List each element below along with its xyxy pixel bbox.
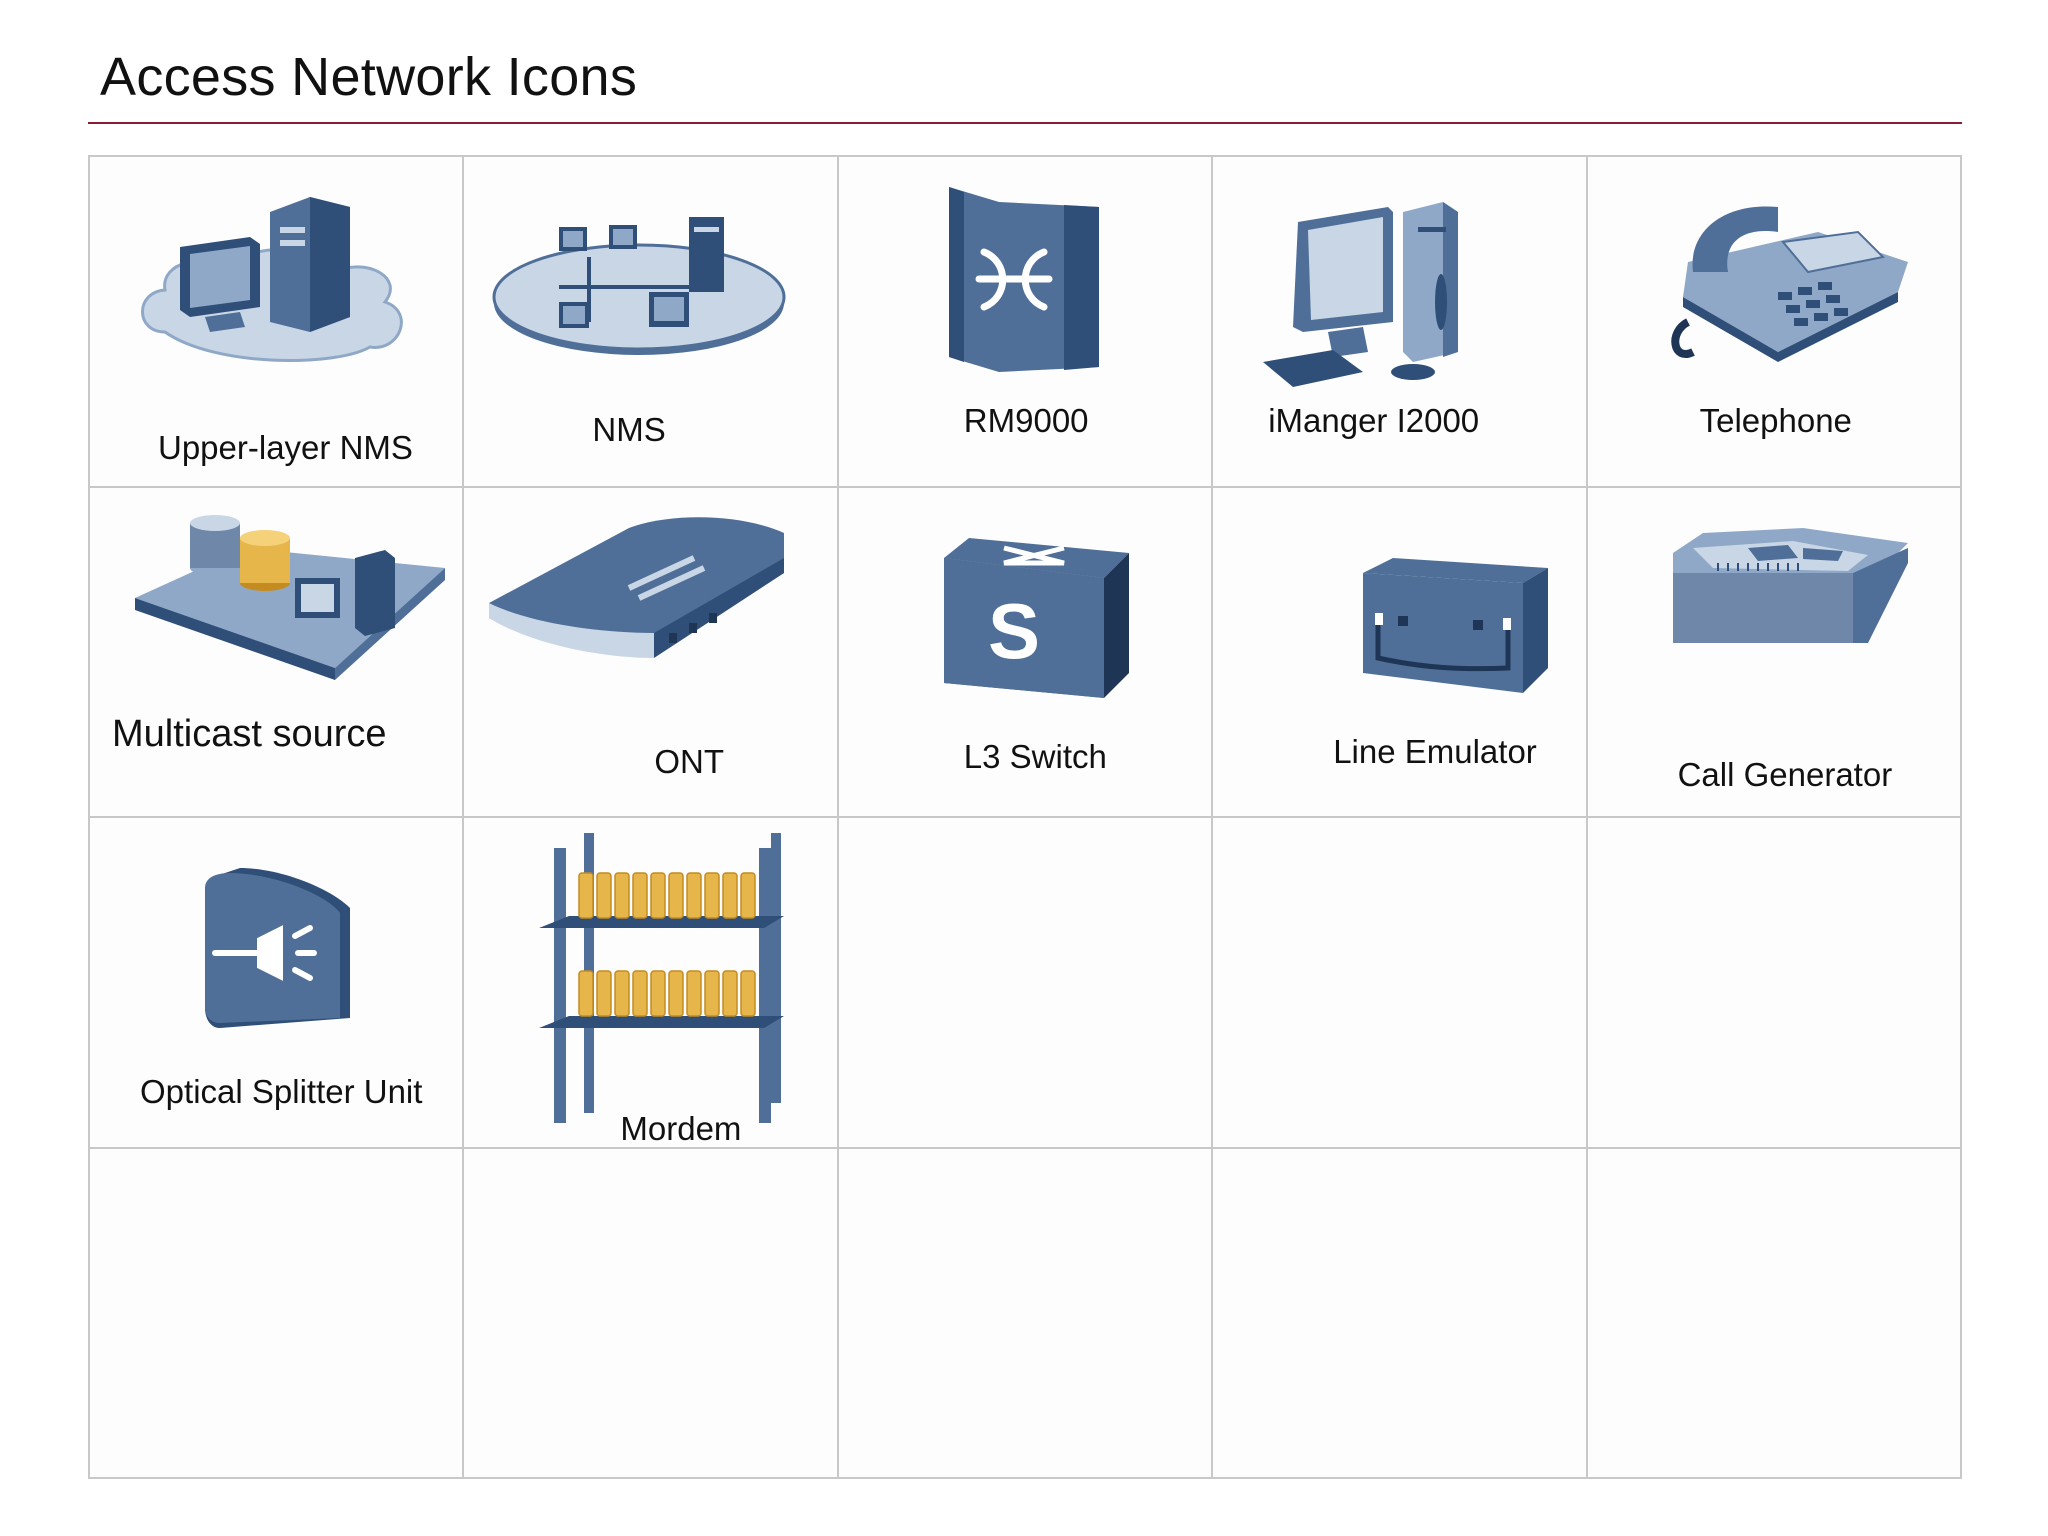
item-label: Line Emulator	[1333, 732, 1537, 770]
modem-rack-icon	[539, 833, 785, 1123]
grid-cell-multicast-source: Multicast source	[90, 487, 465, 818]
item-label: NMS	[592, 411, 666, 448]
grid-cell-imanager: iManger I2000	[1213, 157, 1588, 488]
page-title: Access Network Icons	[100, 47, 638, 107]
line-emulator-icon	[1363, 557, 1549, 693]
optical-splitter-unit-icon	[205, 868, 350, 1028]
item-label: Telephone	[1699, 402, 1852, 439]
imanager-i2000-icon	[1263, 202, 1459, 387]
ont-icon	[489, 516, 785, 658]
icon-grid: Upper-layer NMS NMS RM9000	[88, 155, 1962, 1479]
grid-cell-empty	[1213, 818, 1588, 1149]
item-label: L3 Switch	[963, 737, 1107, 775]
grid-cell-call-generator: Call Generator	[1587, 487, 1962, 818]
item-label: Mordem	[620, 1110, 742, 1147]
rm9000-icon	[948, 187, 1099, 372]
item-label: iManger I2000	[1268, 402, 1480, 439]
item-label: RM9000	[963, 402, 1089, 439]
grid-cell-empty	[1587, 818, 1962, 1149]
grid-cell-empty	[838, 818, 1214, 1149]
grid-cell-empty	[838, 1148, 1214, 1479]
grid-cell-empty	[1213, 1148, 1588, 1479]
item-label: ONT	[654, 742, 725, 780]
grid-cell-empty	[1587, 1148, 1962, 1479]
grid-cell-nms: NMS	[464, 157, 839, 488]
grid-cell-upper-layer-nms: Upper-layer NMS	[90, 157, 465, 488]
multicast-source-icon	[135, 514, 445, 680]
title-divider	[88, 122, 1962, 124]
nms-icon	[492, 217, 786, 355]
grid-cell-empty	[90, 1148, 465, 1479]
item-label: Call Generator	[1677, 755, 1893, 793]
call-generator-icon	[1672, 527, 1908, 643]
grid-cell-empty	[464, 1148, 839, 1479]
telephone-icon	[1670, 206, 1908, 362]
l3-switch-icon: S	[943, 537, 1129, 698]
grid-cell-l3-switch: S L3 Switch	[838, 487, 1214, 818]
item-label: Upper-layer NMS	[158, 429, 413, 466]
grid-cell-optical-splitter: Optical Splitter Unit	[90, 818, 465, 1149]
grid-cell-ont: ONT	[464, 487, 839, 818]
item-label: Multicast source	[112, 712, 387, 755]
switch-letter: S	[988, 587, 1040, 675]
grid-cell-rm9000: RM9000	[838, 157, 1214, 488]
grid-cell-mordem: Mordem	[464, 818, 839, 1149]
grid-cell-line-emulator: Line Emulator	[1213, 487, 1588, 818]
grid-cell-telephone: Telephone	[1587, 157, 1962, 488]
upper-layer-nms-icon	[141, 197, 403, 362]
item-label: Optical Splitter Unit	[140, 1073, 423, 1110]
